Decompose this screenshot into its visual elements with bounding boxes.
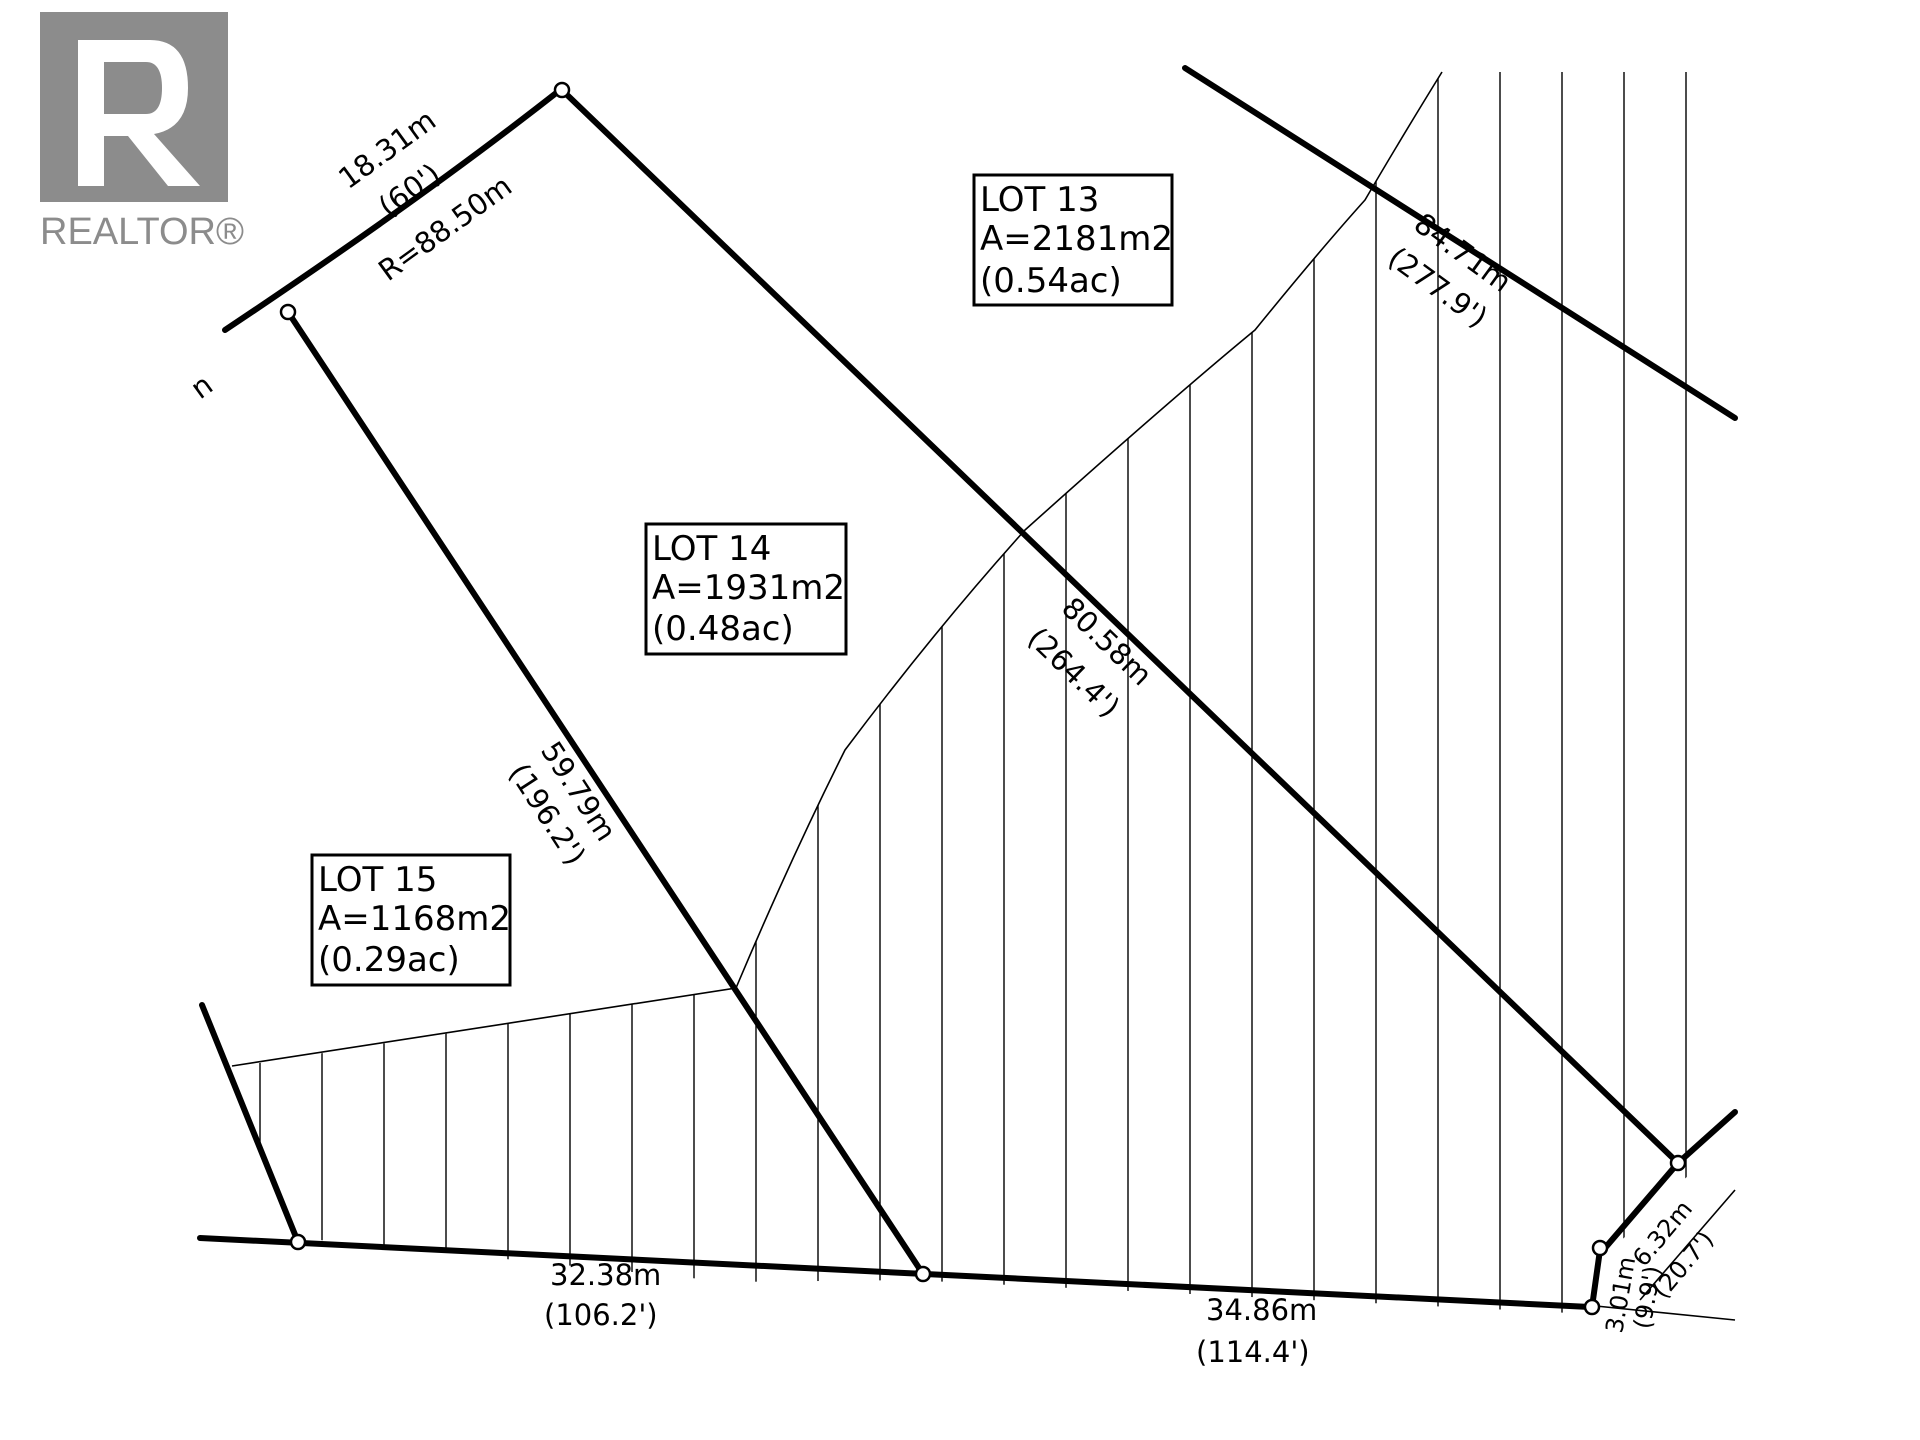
arc-boundary [222, 87, 563, 333]
corner-diagonal [1602, 1160, 1681, 1251]
lot-13-label: LOT 13 A=2181m2 (0.54ac) [972, 173, 1174, 307]
south-a-ft-label: (106.2') [544, 1298, 658, 1332]
south-b-ft-label: (114.4') [1196, 1335, 1310, 1369]
lot-13-acres: (0.54ac) [980, 261, 1122, 301]
lot15-west-line [199, 1002, 301, 1245]
lot-15-title: LOT 15 [318, 860, 437, 900]
survey-pin [914, 1265, 932, 1283]
realtor-logo-text: REALTOR® [40, 211, 244, 253]
corner-tie-line [1639, 1189, 1736, 1301]
lot-13-area: A=2181m2 [980, 219, 1173, 259]
survey-pin [553, 81, 571, 99]
lot-13-title: LOT 13 [980, 180, 1099, 220]
lot-14-area: A=1931m2 [652, 568, 845, 608]
partial-label: n [184, 367, 219, 405]
south-b-m-label: 34.86m [1206, 1293, 1317, 1327]
south-extension-line [1595, 1305, 1736, 1321]
lot-15-acres: (0.29ac) [318, 940, 460, 980]
survey-pin [279, 303, 297, 321]
lot14-west-line [285, 309, 926, 1277]
lot-15-area: A=1168m2 [318, 899, 511, 939]
lot-14-label: LOT 14 A=1931m2 (0.48ac) [644, 522, 848, 656]
hatch-boundary [231, 71, 1443, 1067]
lot-15-label: LOT 15 A=1168m2 (0.29ac) [310, 853, 512, 987]
south-boundary [197, 1235, 1593, 1310]
lot14-east-line [559, 87, 1681, 1166]
lot13-north-line [1182, 65, 1738, 421]
survey-pin [1669, 1154, 1687, 1172]
lot13-corner-line [1675, 1109, 1738, 1166]
survey-pin [1591, 1239, 1609, 1257]
corner-short-line [1589, 1247, 1603, 1310]
realtor-logo: REALTOR® [40, 12, 244, 253]
survey-pin [1583, 1298, 1601, 1316]
south-a-m-label: 32.38m [550, 1258, 661, 1292]
survey-pin [289, 1233, 307, 1251]
lot-14-acres: (0.48ac) [652, 609, 794, 649]
lot-14-title: LOT 14 [652, 529, 771, 569]
